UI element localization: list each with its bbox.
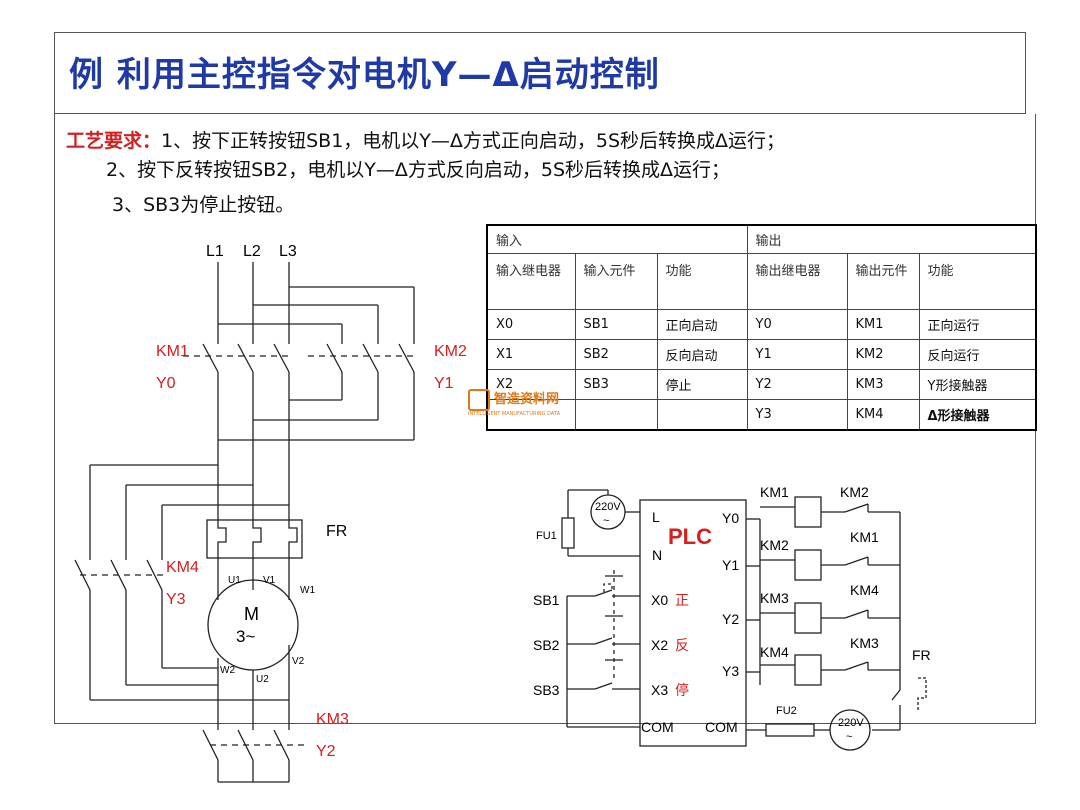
requirement-line-3: 3、SB3为停止按钮。	[112, 194, 295, 216]
terminal-w1: W1	[300, 585, 315, 596]
table-header: 输出继电器	[746, 252, 848, 310]
requirement-label: 工艺要求：	[66, 130, 162, 152]
km1-label: KM1	[156, 343, 189, 360]
terminal-v2: V2	[292, 656, 305, 667]
table-cell: SB2	[574, 338, 658, 370]
supply-220v-top: 220V	[595, 501, 621, 513]
sb1-label: SB1	[533, 592, 560, 608]
table-cell: 正向运行	[918, 308, 1037, 340]
sb3-label: SB3	[533, 682, 560, 698]
phase-l3-label: L3	[279, 243, 297, 260]
km2-label: KM2	[434, 343, 467, 360]
coil-km4-label: KM4	[760, 644, 789, 660]
plc-wiring	[561, 489, 927, 751]
plc-x0-terminal: X0	[651, 592, 668, 608]
table-row: Y3 KM4 Δ形接触器	[486, 398, 1037, 431]
y1-label: Y1	[434, 375, 454, 392]
supply-220v-bottom: 220V	[838, 717, 864, 729]
table-row: X2 SB3 停止 Y2 KM3 Y形接触器	[486, 368, 1037, 400]
plc-y0-terminal: Y0	[722, 510, 739, 526]
table-row: X0 SB1 正向启动 Y0 KM1 正向运行	[486, 308, 1037, 340]
interlock-km1-label: KM1	[850, 529, 879, 545]
plc-com-output: COM	[705, 719, 738, 735]
table-cell: Y形接触器	[918, 368, 1037, 400]
table-cell: KM1	[846, 308, 920, 340]
y2-label: Y2	[316, 743, 336, 760]
watermark-icon	[468, 388, 490, 411]
coil-km2-label: KM2	[760, 537, 789, 553]
table-cell: 停止	[656, 368, 748, 400]
terminal-u1: U1	[228, 575, 241, 586]
plc-y3-terminal: Y3	[722, 663, 739, 679]
table-row: X1 SB2 反向启动 Y1 KM2 反向运行	[486, 338, 1037, 370]
table-cell: Y0	[746, 308, 848, 340]
table-cell: KM4	[846, 398, 920, 431]
table-cell: X1	[486, 338, 576, 370]
interlock-km2-label: KM2	[840, 484, 869, 500]
y3-label: Y3	[166, 591, 186, 608]
table-cell: Δ形接触器	[918, 398, 1037, 431]
fu1-label: FU1	[536, 530, 557, 542]
table-cell	[656, 398, 748, 431]
plc-label: PLC	[668, 524, 712, 549]
terminal-v1: V1	[263, 575, 276, 586]
table-cell: KM3	[846, 368, 920, 400]
plc-com-input: COM	[641, 719, 674, 735]
plc-y1-terminal: Y1	[722, 557, 739, 573]
plc-n-terminal: N	[652, 547, 662, 563]
table-cell: Y3	[746, 398, 848, 431]
table-cell: KM2	[846, 338, 920, 370]
watermark-text: 智造资料网	[494, 392, 560, 407]
phase-l2-label: L2	[243, 243, 261, 260]
table-header: 输出元件	[846, 252, 920, 310]
coil-km1-label: KM1	[760, 484, 789, 500]
supply-tilde-bottom-icon: ~	[846, 731, 852, 743]
motor-m-label: M	[244, 604, 259, 624]
plc-x3-func: 停	[675, 682, 689, 698]
interlock-km4-label: KM4	[850, 582, 879, 598]
title-box: 例 利用主控指令对电机Y—Δ启动控制	[54, 32, 1026, 114]
terminal-u2: U2	[256, 674, 269, 685]
page-title: 例 利用主控指令对电机Y—Δ启动控制	[69, 55, 660, 95]
sb2-label: SB2	[533, 637, 560, 653]
table-cell: SB1	[574, 308, 658, 340]
plc-y2-terminal: Y2	[722, 611, 739, 627]
table-cell: 正向启动	[656, 308, 748, 340]
main-circuit-wires	[74, 262, 415, 783]
motor-phase-label: 3~	[236, 627, 255, 646]
requirement-line-2: 2、按下反转按钮SB2，电机以Y—Δ方式反向启动，5S秒后转换成Δ运行；	[106, 159, 731, 181]
requirement-text-1: 1、按下正转按钮SB1，电机以Y—Δ方式正向启动，5S秒后转换成Δ运行；	[161, 130, 786, 152]
table-cell	[486, 398, 576, 431]
table-cell: 反向运行	[918, 338, 1037, 370]
terminal-w2: W2	[220, 665, 235, 676]
table-cell: SB3	[574, 368, 658, 400]
supply-tilde-top-icon: ~	[603, 515, 609, 527]
io-table: 输入 输出 输入继电器 输入元件 功能 输出继电器 输出元件 功能 X0 SB1…	[486, 224, 1037, 431]
plc-l-terminal: L	[652, 509, 660, 525]
table-cell: X0	[486, 308, 576, 340]
plc-x0-func: 正	[675, 592, 689, 608]
watermark: 智造资料网 INTELLIGENT MANUFACTURING DATA	[468, 388, 560, 417]
y0-label: Y0	[156, 375, 176, 392]
table-cell: Y1	[746, 338, 848, 370]
phase-l1-label: L1	[206, 243, 224, 260]
fu2-label: FU2	[776, 705, 797, 717]
plc-x2-func: 反	[675, 637, 689, 653]
watermark-sub: INTELLIGENT MANUFACTURING DATA	[468, 410, 561, 417]
coil-km3-label: KM3	[760, 590, 789, 606]
plc-x3-terminal: X3	[651, 682, 668, 698]
km4-label: KM4	[166, 559, 199, 576]
plc-x2-terminal: X2	[651, 637, 668, 653]
table-cell: 反向启动	[656, 338, 748, 370]
interlock-km3-label: KM3	[850, 635, 879, 651]
table-header: 输入元件	[574, 252, 658, 310]
km3-label: KM3	[316, 711, 349, 728]
requirement-line-1: 工艺要求：1、按下正转按钮SB1，电机以Y—Δ方式正向启动，5S秒后转换成Δ运行…	[66, 126, 785, 153]
table-cell: Y2	[746, 368, 848, 400]
fr-label: FR	[326, 523, 347, 540]
plc-fr-label: FR	[912, 647, 931, 663]
